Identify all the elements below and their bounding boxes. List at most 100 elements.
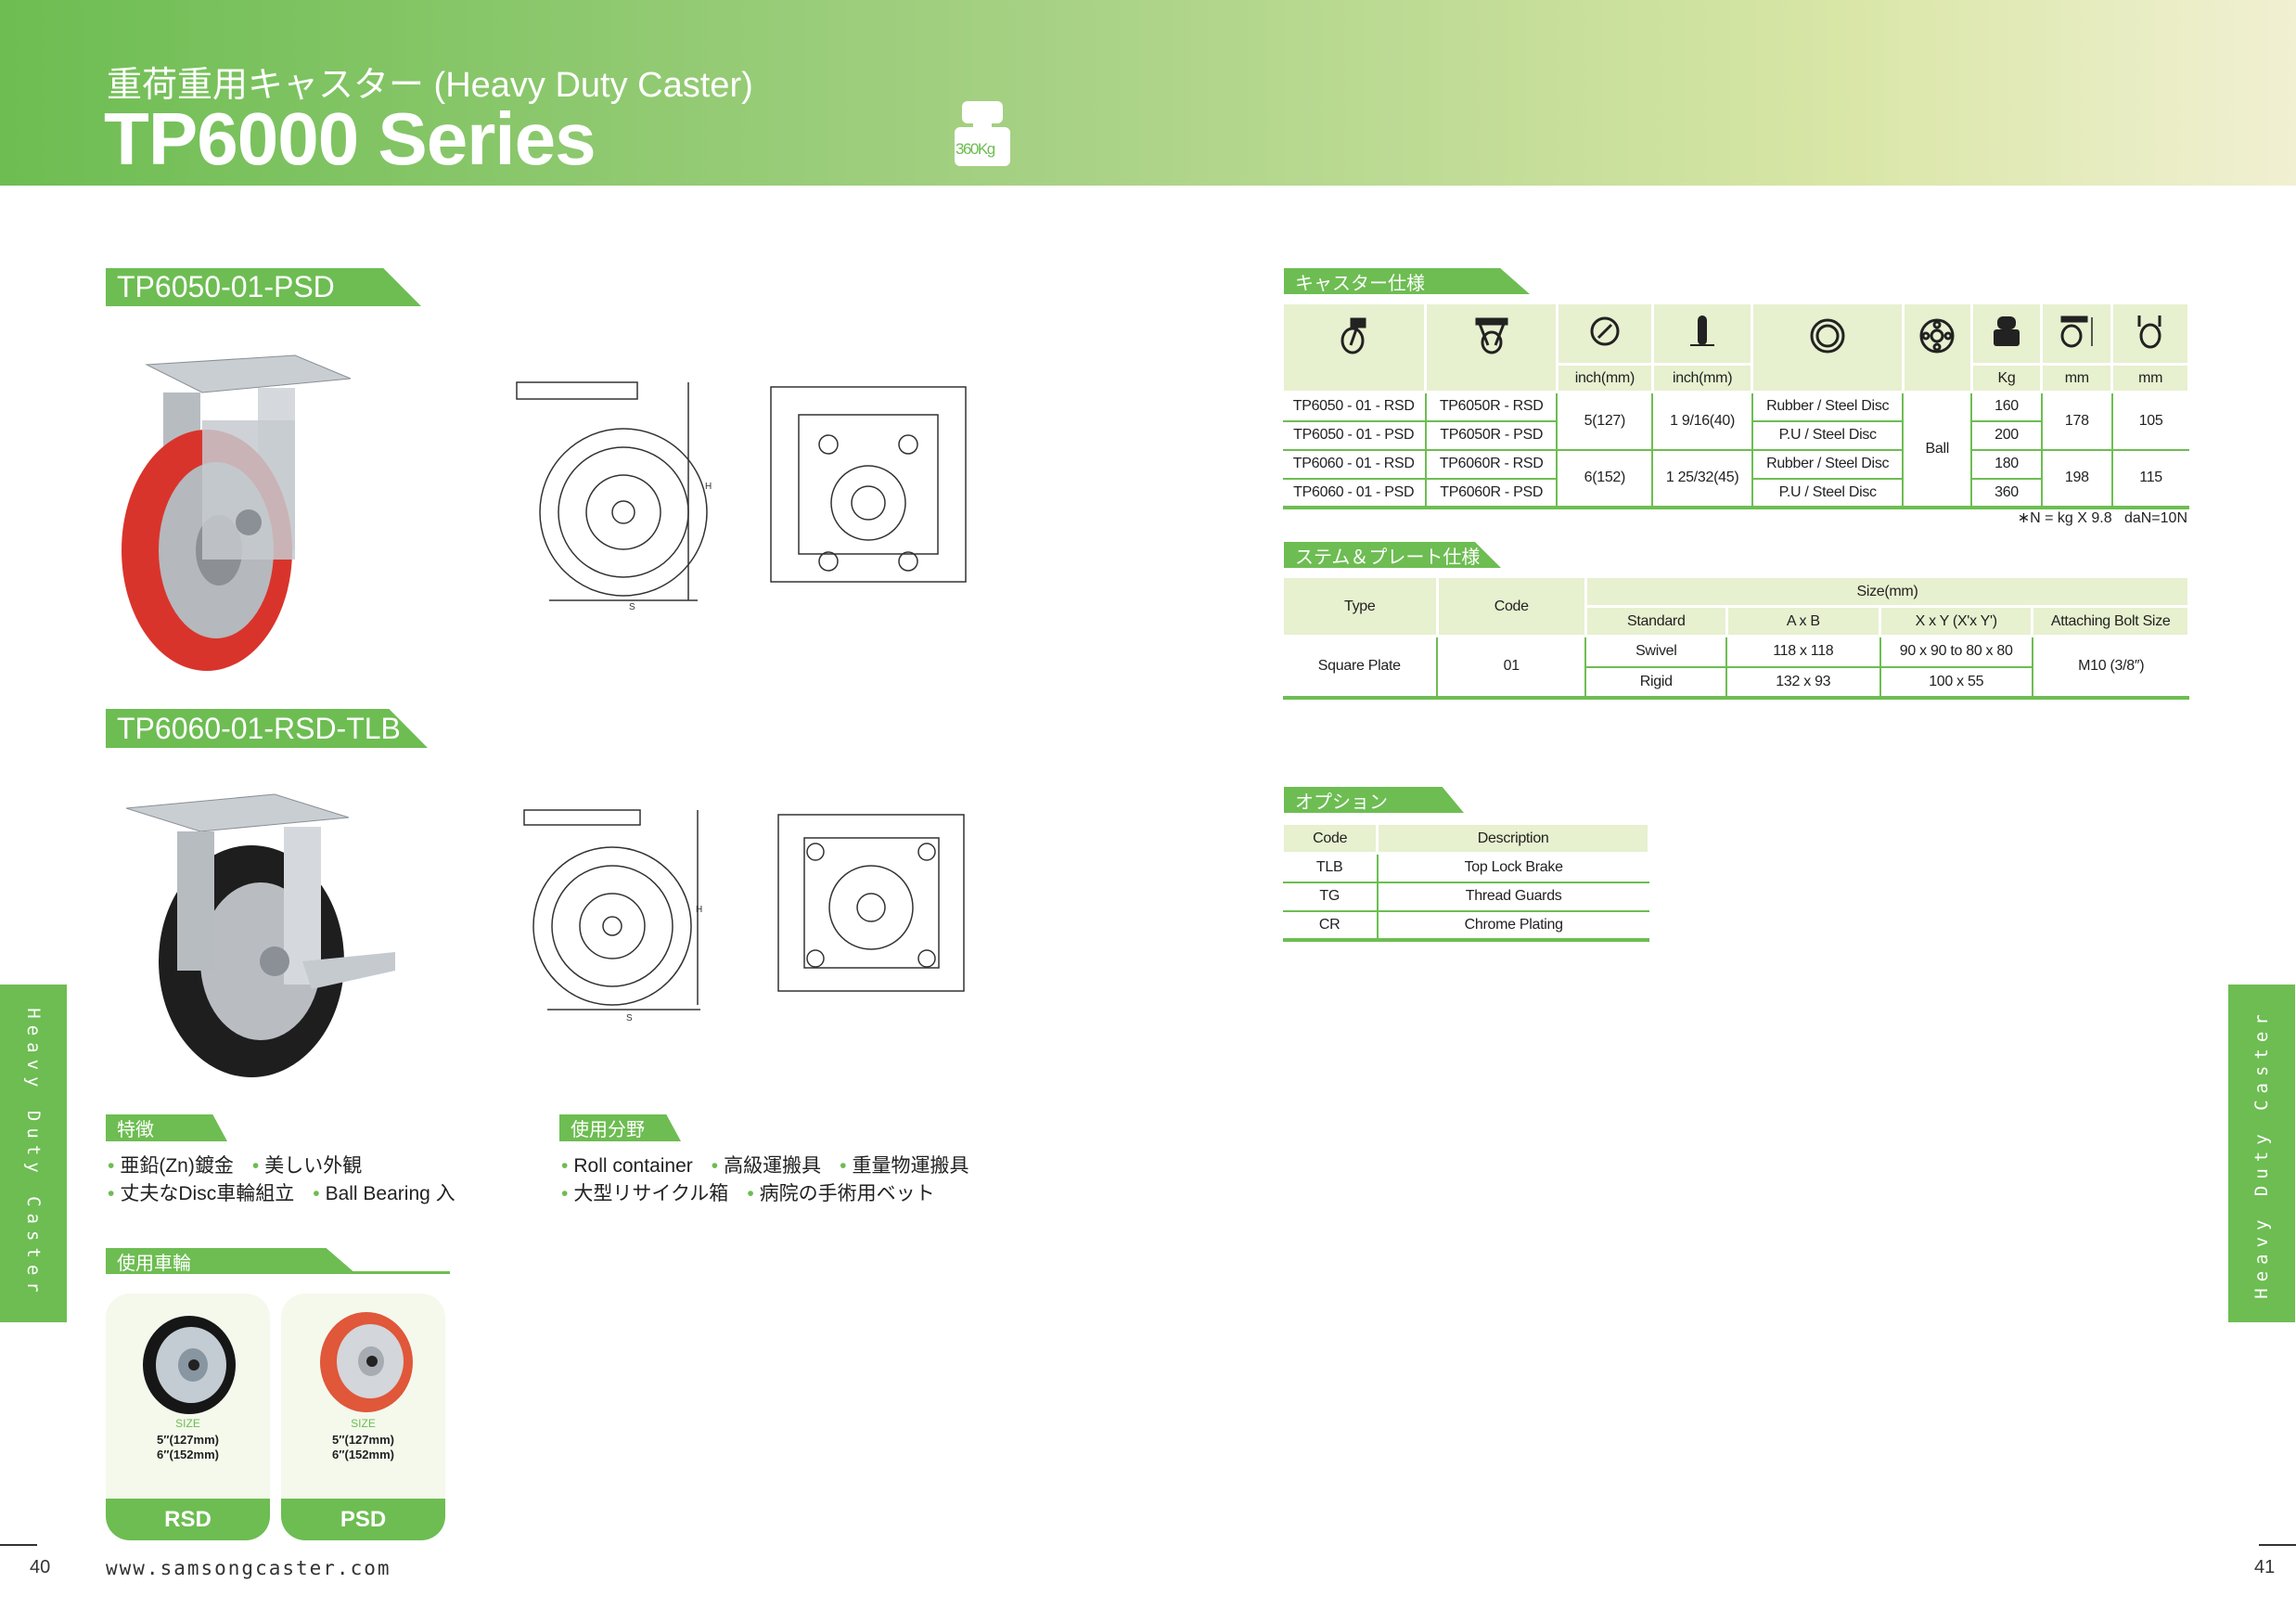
header-subtitle: 重荷重用キャスター (Heavy Duty Caster)	[107, 66, 753, 105]
axb: 132 x 93	[1725, 666, 1880, 700]
product-label-tp6060: TP6060-01-RSD-TLB	[106, 709, 428, 748]
plate-type: Square Plate	[1282, 636, 1437, 700]
header-type: Type	[1281, 575, 1439, 637]
rigid-icon	[1424, 302, 1558, 393]
overall-height-icon	[2040, 302, 2114, 366]
footer-rule-left	[0, 1544, 37, 1546]
height: 198	[2040, 449, 2112, 509]
spec-label: キャスター仕様	[1284, 268, 1530, 294]
header-description: Description	[1376, 822, 1650, 855]
load-badge-text: 360Kg	[956, 140, 995, 158]
options-label: オプション	[1284, 787, 1464, 813]
side-tab-text: Heavy Duty Caster	[23, 1008, 44, 1299]
option-description: Top Lock Brake	[1376, 853, 1649, 883]
rigid-model: TP6060R - RSD	[1424, 449, 1558, 480]
swivel-offset-icon	[2110, 302, 2190, 366]
standard: Rigid	[1584, 666, 1727, 700]
wheel-name: RSD	[106, 1499, 270, 1540]
wheel-card-rsd: SIZE 5″(127mm) 6″(152mm) RSD	[106, 1294, 270, 1540]
header-standard: Standard	[1584, 605, 1728, 637]
pu-wheel-image	[320, 1312, 413, 1412]
wheel-material-icon	[1751, 302, 1905, 393]
table-row: Square Plate 01 Swivel 118 x 118 90 x 90…	[1282, 636, 2189, 700]
caster-photo-tp6050	[109, 337, 378, 677]
material: P.U / Steel Disc	[1751, 420, 1904, 451]
option-description: Thread Guards	[1376, 882, 1649, 912]
header-code: Code	[1280, 822, 1379, 855]
material: Rubber / Steel Disc	[1751, 392, 1904, 422]
table-row: TP6060 - 01 - RSD TP6060R - RSD 6(152) 1…	[1282, 449, 2189, 509]
option-code: TLB	[1282, 853, 1378, 883]
weight-load-icon: 360Kg	[955, 99, 1010, 166]
svg-text:H: H	[696, 905, 702, 915]
wheels-divider	[106, 1271, 450, 1274]
plate-drawing-tp6060	[769, 805, 973, 1005]
usage-item: 病院の手術用ベット	[759, 1183, 935, 1204]
offset: 115	[2110, 449, 2189, 509]
load-capacity-icon	[1969, 302, 2044, 366]
header-bolt: Attaching Bolt Size	[2031, 605, 2190, 637]
usage-item: Roll container	[573, 1155, 693, 1177]
caster-spec-table: inch(mm) inch(mm) Kg mm mm TP6050 - 01 -…	[1280, 302, 2190, 509]
size-label: SIZE	[175, 1417, 200, 1430]
usage-line-2: •大型リサイクル箱•病院の手術用ベット	[561, 1183, 935, 1204]
svg-text:H: H	[705, 482, 712, 492]
side-tab-right: Heavy Duty Caster	[2228, 985, 2295, 1322]
offset: 105	[2110, 392, 2189, 451]
option-description: Chrome Plating	[1376, 910, 1649, 942]
wheel-diameter-icon	[1555, 302, 1654, 366]
feature-item: 亜鉛(Zn)鍍金	[120, 1155, 234, 1177]
load: 200	[1970, 420, 2042, 451]
size-6in: 6″(152mm)	[332, 1448, 394, 1461]
load: 180	[1970, 449, 2042, 480]
rigid-model: TP6060R - PSD	[1424, 478, 1558, 509]
wheel-card-psd: SIZE 5″(127mm) 6″(152mm) PSD	[281, 1294, 445, 1540]
header-code: Code	[1435, 575, 1587, 637]
swivel-model: TP6050 - 01 - PSD	[1282, 420, 1426, 451]
svg-text:S: S	[626, 1013, 633, 1023]
height: 178	[2040, 392, 2112, 451]
usage-label: 使用分野	[559, 1114, 681, 1141]
unit-offset: mm	[2110, 363, 2190, 393]
width: 1 25/32(45)	[1651, 449, 1752, 509]
table-row: Rigid 132 x 93 100 x 55	[1283, 666, 2189, 700]
caster-photo-tp6060	[117, 776, 414, 1087]
wheel-name: PSD	[281, 1499, 445, 1540]
rubber-wheel-image	[143, 1316, 236, 1414]
load: 360	[1970, 478, 2042, 509]
table-row: TP6050 - 01 - RSD TP6050R - RSD 5(127) 1…	[1282, 392, 2189, 509]
unit-diameter: inch(mm)	[1555, 363, 1654, 393]
plate-drawing-tp6050	[762, 378, 975, 596]
header-axb: A x B	[1725, 605, 1882, 637]
swivel-model: TP6050 - 01 - RSD	[1282, 392, 1426, 422]
usage-item: 高級運搬具	[724, 1155, 822, 1177]
plate-label: ステム＆プレート仕様	[1284, 542, 1501, 568]
product-label-tp6050: TP6050-01-PSD	[106, 268, 421, 306]
footer-rule-right	[2259, 1544, 2296, 1546]
svg-text:S: S	[629, 602, 635, 610]
bearing-icon	[1901, 302, 1973, 393]
size-5in: 5″(127mm)	[332, 1433, 394, 1447]
stem-plate-table: Type Code Size(mm) Standard A x B X x Y …	[1281, 575, 2191, 700]
material: Rubber / Steel Disc	[1751, 449, 1904, 480]
usage-line-1: •Roll container•高級運搬具•重量物運搬具	[561, 1155, 969, 1177]
spec-note: ∗N = kg X 9.8 daN=10N	[2017, 510, 2187, 526]
usage-item: 大型リサイクル箱	[573, 1183, 729, 1204]
table-row: TP6050 - 01 - PSD TP6050R - PSD P.U / St…	[1282, 420, 2189, 451]
load: 160	[1970, 392, 2042, 422]
feature-item: 丈夫なDisc車輪組立	[120, 1183, 295, 1204]
side-tab-left: Heavy Duty Caster	[0, 985, 67, 1322]
size-label: SIZE	[351, 1417, 376, 1430]
bearing: Ball	[1902, 392, 1972, 509]
side-tab-text: Heavy Duty Caster	[2251, 1008, 2272, 1299]
rigid-model: TP6050R - RSD	[1424, 392, 1558, 422]
feature-line-1: •亜鉛(Zn)鍍金•美しい外観	[108, 1155, 363, 1177]
diameter: 5(127)	[1556, 392, 1653, 451]
footer-url[interactable]: www.samsongcaster.com	[106, 1557, 391, 1579]
page-number-left: 40	[30, 1557, 51, 1577]
swivel-model: TP6060 - 01 - PSD	[1282, 478, 1426, 509]
unit-load: Kg	[1969, 363, 2044, 393]
